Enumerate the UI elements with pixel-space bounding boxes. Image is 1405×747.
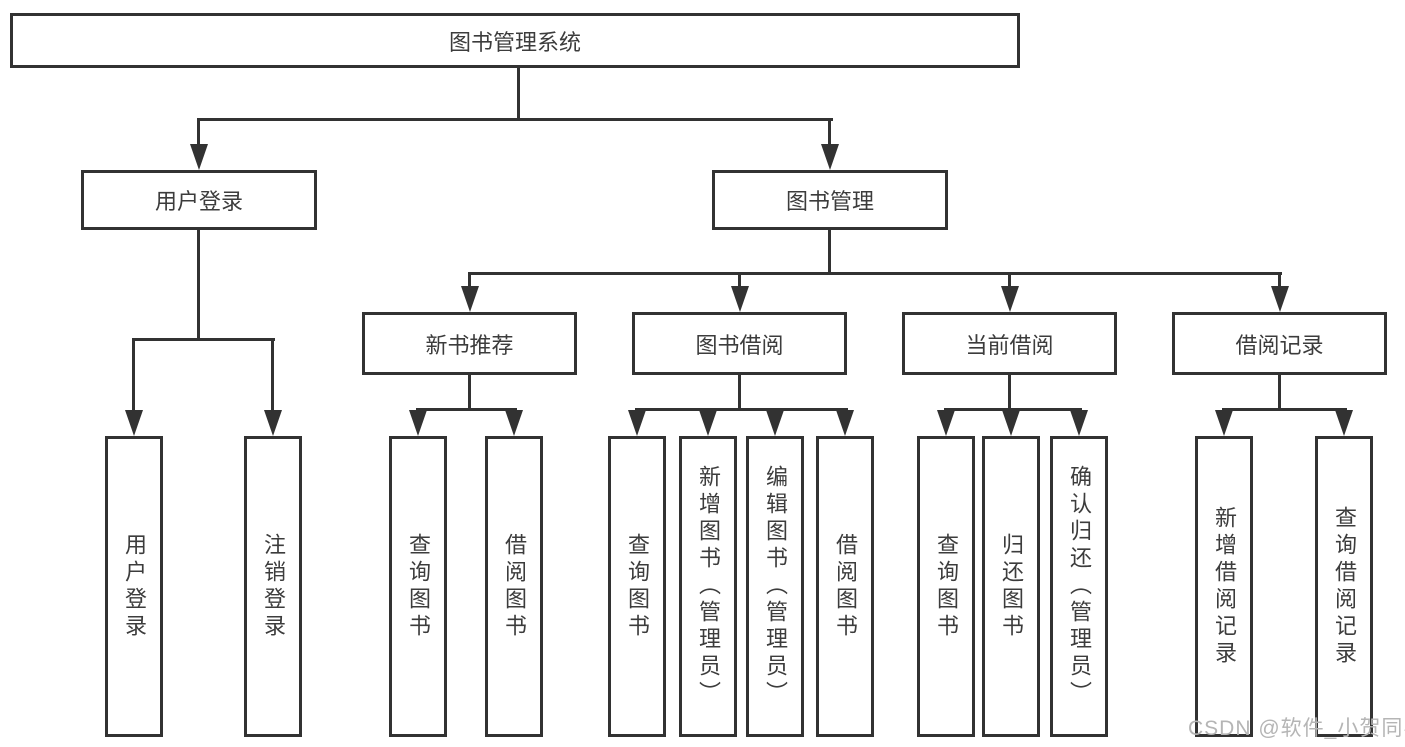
node-label: 当前借阅 <box>965 332 1054 358</box>
node-current-borrowing: 当前借阅 <box>902 312 1117 375</box>
connector-level3-rail <box>468 272 1282 275</box>
arrow-down-icon <box>1335 410 1353 436</box>
node-label: 图书管理系统 <box>448 29 581 55</box>
arrow-down-icon <box>1215 410 1233 436</box>
arrow-down-icon <box>699 410 717 436</box>
connector-drop-group <box>738 272 741 289</box>
node-label: 编辑图书（管理员） <box>763 465 788 708</box>
node-leaf-borrow-books-recommend: 借阅图书 <box>485 436 543 737</box>
connector-root-stem <box>517 66 520 120</box>
arrow-down-icon <box>264 410 282 436</box>
connector-group-stem <box>1278 375 1281 411</box>
arrow-down-icon <box>1002 410 1020 436</box>
node-leaf-confirm-return-admin: 确认归还（管理员） <box>1050 436 1108 737</box>
node-label: 图书管理 <box>785 189 874 214</box>
csdn-watermark: CSDN @软件_小贺同学 <box>1188 717 1405 740</box>
node-leaf-borrow-books-borrowing: 借阅图书 <box>816 436 874 737</box>
arrow-down-icon <box>409 410 427 436</box>
node-label: 图书借阅 <box>695 332 784 358</box>
node-label: 用户登录 <box>122 532 147 641</box>
connector-leaf-rail <box>1222 408 1347 411</box>
arrow-down-icon <box>766 410 784 436</box>
node-leaf-edit-books-admin: 编辑图书（管理员） <box>746 436 804 737</box>
connector-book-mgmt-stem <box>828 230 831 275</box>
connector-drop-leaf <box>271 338 274 412</box>
connector-level2-rail <box>197 118 833 121</box>
node-new-book-recommend: 新书推荐 <box>362 312 577 375</box>
connector-drop-leaf <box>132 338 135 412</box>
node-label: 查询借阅记录 <box>1332 505 1357 668</box>
arrow-down-icon <box>836 410 854 436</box>
node-label: 查询图书 <box>934 532 959 641</box>
node-label: 确认归还（管理员） <box>1067 465 1092 708</box>
node-user-login-branch: 用户登录 <box>81 170 317 230</box>
node-leaf-query-books-recommend: 查询图书 <box>389 436 447 737</box>
node-leaf-add-borrow-record: 新增借阅记录 <box>1195 436 1253 737</box>
node-leaf-return-books: 归还图书 <box>982 436 1040 737</box>
node-book-borrowing: 图书借阅 <box>632 312 847 375</box>
arrow-down-icon <box>1271 286 1289 312</box>
arrow-down-icon <box>628 410 646 436</box>
node-label: 归还图书 <box>999 532 1024 641</box>
node-leaf-user-login: 用户登录 <box>105 436 163 737</box>
node-label: 注销登录 <box>261 532 286 641</box>
connector-drop-group <box>1278 272 1281 289</box>
arrow-down-icon <box>125 410 143 436</box>
node-label: 查询图书 <box>406 532 431 641</box>
connector-leaf-rail <box>635 408 848 411</box>
node-label: 新增图书（管理员） <box>696 465 721 708</box>
arrow-down-icon <box>190 144 208 170</box>
node-leaf-logout: 注销登录 <box>244 436 302 737</box>
arrow-down-icon <box>821 144 839 170</box>
node-label: 借阅记录 <box>1235 332 1324 358</box>
node-leaf-query-borrow-record: 查询借阅记录 <box>1315 436 1373 737</box>
node-leaf-query-books-current: 查询图书 <box>917 436 975 737</box>
arrow-down-icon <box>937 410 955 436</box>
arrow-down-icon <box>1070 410 1088 436</box>
node-borrowing-records: 借阅记录 <box>1172 312 1387 375</box>
node-book-management-branch: 图书管理 <box>712 170 948 230</box>
node-label: 用户登录 <box>154 189 243 214</box>
node-label: 借阅图书 <box>833 532 858 641</box>
connector-group-stem <box>738 375 741 411</box>
connector-leaf-rail <box>944 408 1082 411</box>
arrow-down-icon <box>1001 286 1019 312</box>
arrow-down-icon <box>505 410 523 436</box>
connector-leaf-rail <box>416 408 517 411</box>
connector-group-stem <box>468 375 471 411</box>
node-leaf-add-books-admin: 新增图书（管理员） <box>679 436 737 737</box>
arrow-down-icon <box>461 286 479 312</box>
connector-user-login-rail <box>132 338 275 341</box>
connector-drop-group <box>1008 272 1011 289</box>
node-label: 新书推荐 <box>425 332 514 358</box>
connector-user-login-stem <box>197 230 200 340</box>
node-label: 借阅图书 <box>502 532 527 641</box>
arrow-down-icon <box>731 286 749 312</box>
connector-group-stem <box>1008 375 1011 411</box>
node-label: 查询图书 <box>625 532 650 641</box>
connector-drop-book-mgmt <box>828 118 831 146</box>
connector-drop-group <box>468 272 471 289</box>
connector-drop-user-login <box>197 118 200 146</box>
node-label: 新增借阅记录 <box>1212 505 1237 668</box>
node-leaf-query-books-borrowing: 查询图书 <box>608 436 666 737</box>
node-root-library-system: 图书管理系统 <box>10 13 1020 68</box>
